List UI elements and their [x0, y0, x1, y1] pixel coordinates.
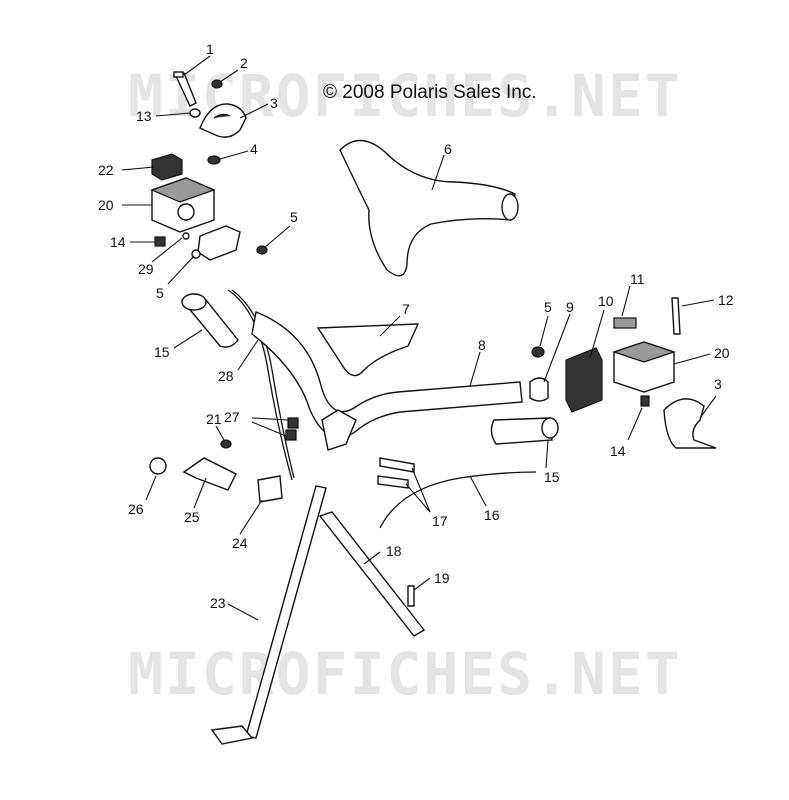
callout-22: 22 [98, 162, 114, 178]
part-handlebar-8 [251, 311, 523, 439]
part-bolt-12 [671, 297, 681, 335]
part-nut-27b [285, 429, 297, 441]
callout-13: 13 [136, 108, 152, 124]
callout-7: 7 [402, 301, 410, 317]
callout-24: 24 [232, 535, 248, 551]
watermark-bottom: MICROFICHES.NET [128, 640, 682, 708]
part-cable-16 [379, 471, 537, 529]
part-11 [613, 317, 637, 329]
part-bracket-5-left [197, 225, 241, 261]
part-housing-10 [565, 347, 603, 413]
callout-9: 9 [566, 299, 574, 315]
part-cable-28 [227, 289, 293, 481]
part-steering-post-23 [245, 485, 327, 739]
part-switch-cap-22 [151, 153, 183, 181]
callout-labels: 1 2 3 13 4 22 20 5 14 29 5 6 15 28 7 8 5… [98, 41, 734, 611]
part-bracket-25 [182, 457, 237, 491]
part-bolt-5-right [531, 346, 545, 358]
part-nut-2 [211, 79, 223, 89]
callout-17: 17 [432, 513, 448, 529]
leader-lines [121, 55, 717, 621]
callout-5-b: 5 [156, 285, 164, 301]
callout-28: 28 [218, 368, 234, 384]
part-29 [182, 232, 190, 240]
callout-15-left: 15 [154, 344, 170, 360]
part-handlebar-mount [321, 409, 357, 451]
callout-2: 2 [240, 55, 248, 71]
part-grip-15-right [490, 417, 553, 445]
callout-23: 23 [210, 595, 226, 611]
part-clamp-3-left [199, 103, 247, 138]
callout-20-right: 20 [714, 345, 730, 361]
callout-27: 27 [224, 409, 240, 425]
part-pin-17b [377, 475, 409, 489]
part-nut-14-right [640, 395, 650, 407]
part-handlebar-pad-6 [339, 139, 516, 277]
callout-11: 11 [630, 271, 645, 287]
callout-21: 21 [206, 411, 222, 427]
callout-6: 6 [444, 141, 452, 157]
part-9 [529, 377, 549, 402]
part-bolt-1 [173, 71, 197, 107]
callout-4: 4 [250, 141, 258, 157]
callout-12: 12 [718, 292, 734, 308]
part-nut-27a [287, 417, 299, 429]
part-26 [149, 457, 167, 475]
callout-26: 26 [128, 501, 144, 517]
part-brace-18 [318, 511, 426, 637]
callout-10: 10 [598, 293, 614, 309]
part-washer-13 [189, 108, 201, 118]
callout-14-left: 14 [110, 234, 126, 250]
part-24 [257, 475, 283, 503]
part-cover-7 [316, 323, 420, 377]
callout-25: 25 [184, 509, 200, 525]
part-clamp-3-right [663, 398, 717, 449]
callout-29: 29 [138, 261, 154, 277]
callout-1: 1 [206, 41, 214, 57]
callout-15-right: 15 [544, 469, 560, 485]
callout-5-c: 5 [544, 299, 552, 315]
callout-8: 8 [478, 337, 486, 353]
part-master-cylinder-20-left [150, 177, 216, 233]
callout-20-left: 20 [98, 197, 114, 213]
callout-3-right: 3 [714, 376, 722, 392]
part-nut-21 [220, 439, 232, 449]
part-nut-4 [207, 155, 221, 165]
callout-19: 19 [434, 570, 450, 586]
callout-18: 18 [386, 543, 402, 559]
copyright-notice: © 2008 Polaris Sales Inc. [323, 82, 537, 103]
callout-14-right: 14 [610, 443, 626, 459]
part-master-cylinder-20-right [612, 341, 676, 393]
part-bolt-19 [407, 585, 415, 607]
part-nut-14-left [154, 236, 166, 247]
part-pin-17a [379, 457, 415, 473]
callout-3-left: 3 [270, 95, 278, 111]
callout-5-a: 5 [290, 209, 298, 225]
callout-16: 16 [484, 507, 500, 523]
